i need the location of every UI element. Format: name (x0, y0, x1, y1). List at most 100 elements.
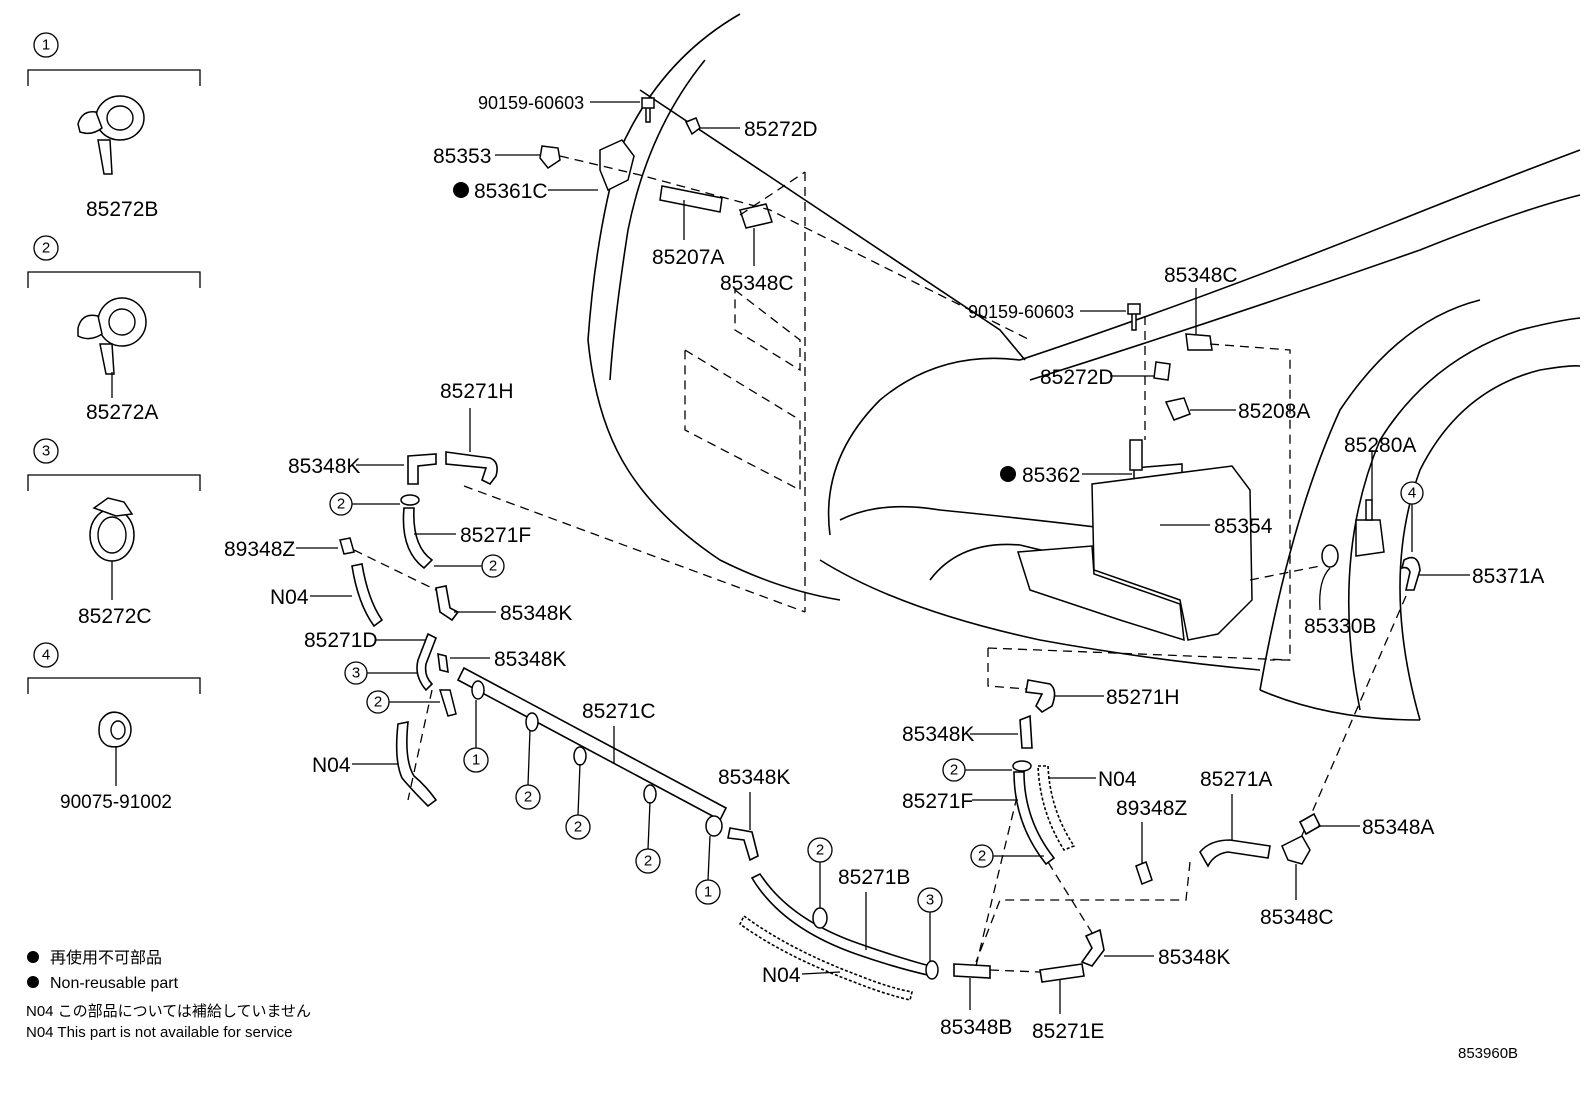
right-lower-routing: 85271H 85348K 2 85271F N04 2 89348Z 8527… (902, 679, 1434, 963)
grille-opening (684, 348, 801, 492)
label-85271a: 85271A (1200, 768, 1272, 791)
legend-dot-en (27, 976, 39, 988)
leader-circle-1-b (707, 835, 711, 881)
diagram-code: 853960B (1458, 1045, 1518, 1062)
circle-mark-2-d-text: 2 (524, 789, 532, 806)
clip-on-85271c-3 (573, 746, 587, 766)
cover-85353-icon (539, 145, 561, 170)
hose-85271c-icon (456, 666, 728, 822)
hose-85271d-icon (416, 632, 438, 692)
label-n04-1: N04 (270, 586, 309, 609)
clip-key-2-circle (33, 235, 59, 261)
hood-crease-upper (1019, 149, 1581, 361)
clip-85272d-mid-icon (1153, 361, 1171, 381)
legend-dot-jp (27, 951, 39, 963)
clip-89348z-left-icon (339, 537, 355, 555)
label-85271h-right: 85271H (1106, 686, 1180, 709)
bolt-upper-icon (641, 97, 655, 123)
clip-85272c-icon (89, 497, 135, 562)
joint-85348k-1-icon (407, 453, 437, 485)
circle-mark-2-i-text: 2 (978, 848, 986, 865)
label-85348c-top: 85348C (720, 272, 794, 295)
label-85348b: 85348B (940, 1016, 1012, 1039)
label-85271b: 85271B (838, 866, 910, 889)
label-85348c-bottom: 85348C (1260, 906, 1334, 929)
legend-n04-en: N04 This part is not available for servi… (26, 1024, 293, 1041)
clip-on-85271c-4 (643, 784, 657, 804)
a-pillar-inner (609, 59, 706, 381)
clip-key-4-circle (33, 642, 59, 668)
protector-n04-1-icon (351, 563, 384, 628)
circle-mark-2-e-text: 2 (574, 819, 582, 836)
leader-n04-3 (801, 971, 841, 975)
circle-mark-3-a-text: 3 (352, 665, 360, 682)
joint-85348a-icon (1298, 812, 1322, 836)
nozzle-85208a-icon (1164, 397, 1191, 421)
wheel-arch-inner (1399, 365, 1581, 721)
clip-key-2-part: 85272A (86, 401, 158, 424)
clip-on-85271c-1 (471, 680, 485, 700)
dash-lower-left (407, 689, 433, 801)
label-85208a: 85208A (1238, 400, 1310, 423)
circle-mark-4-text: 4 (1408, 485, 1416, 502)
clip-key-3-bracket (27, 474, 201, 491)
clip-85272d-top-icon (684, 117, 701, 136)
wheel-arch-outer (1347, 317, 1581, 711)
clip-3-on-85271b (925, 960, 939, 980)
label-85271h-left: 85271H (440, 380, 514, 403)
label-85348k-6: 85348K (1158, 946, 1230, 969)
clip-key-1-part: 85272B (86, 198, 158, 221)
clip-on-85271b (812, 907, 828, 929)
label-85271f-right: 85271F (902, 790, 973, 813)
washer-tank-85354-icon (1091, 465, 1253, 641)
joint-85348k-3-icon (437, 652, 449, 674)
dash-clip-to-joint (353, 549, 437, 591)
label-85280a: 85280A (1344, 434, 1416, 457)
label-85272d-mid: 85272D (1040, 366, 1114, 389)
tank-cluster: 90159-60603 85348C 85272D 85208A 85362 8… (968, 264, 1544, 841)
leader-85330b (1319, 567, 1331, 611)
joint-85348c-top-icon (739, 203, 773, 229)
protector-n04-2-icon (395, 721, 438, 808)
circle-mark-1-a-text: 1 (472, 752, 480, 769)
label-85272d-top: 85272D (744, 118, 818, 141)
nozzle-85207a-icon (659, 185, 723, 213)
left-hose-routing: 85271H 85348K 2 85271F 2 89348Z N04 8534… (224, 380, 806, 808)
label-bolt-upper: 90159-60603 (478, 93, 584, 113)
clip-key-3-number: 3 (42, 443, 50, 460)
dash-hose-to-body (463, 485, 806, 613)
tank-bracket-icon (1017, 545, 1185, 642)
dash-nozzle-to-hood (559, 155, 1031, 341)
hose-85271f-right-icon (1013, 771, 1056, 866)
dash-upper-link (739, 171, 806, 216)
clip-key-4-part: 90075-91002 (60, 792, 172, 813)
fender-lower (1259, 689, 1421, 721)
label-89348z-right: 89348Z (1116, 797, 1187, 820)
clip-key-2-number: 2 (42, 240, 50, 257)
circle-mark-2-f-text: 2 (644, 853, 652, 870)
legend-n04-jp: N04 この部品については補給していません (26, 1003, 311, 1020)
joint-85348c-right-icon (1185, 333, 1213, 351)
dash-85271a-to-85348b (975, 861, 1191, 963)
label-85361c: 85361C (474, 180, 548, 203)
pump-85280a-icon (1355, 519, 1385, 557)
protector-n04-4-icon (1037, 765, 1076, 851)
dash-tank-to-hose (987, 647, 1291, 691)
lower-hose-routing: 2 85271B 3 N04 85348B 85271E 85348K (738, 775, 1230, 1043)
hose-85271e-icon (1039, 963, 1085, 983)
clip-key-4-number: 4 (42, 647, 50, 664)
circle-mark-2-a-text: 2 (337, 496, 345, 513)
main-hose-85271c: 85271C 1 2 2 2 1 85348K (456, 666, 790, 905)
clip-2-a-icon (400, 494, 420, 506)
clip-key-1-circle (33, 32, 59, 58)
dash-85348b-85271e (989, 969, 1041, 973)
leader-circle-2-f (647, 801, 651, 850)
hose-85271h-left-icon (445, 451, 498, 486)
pump-connector (1365, 499, 1373, 521)
joint-85348b-icon (953, 963, 991, 979)
circle-mark-2-c-text: 2 (374, 694, 382, 711)
tank-filler-neck (1129, 439, 1143, 471)
label-n04-2: N04 (312, 754, 351, 777)
label-85348k-3: 85348K (494, 648, 566, 671)
clip-key-4-bracket (27, 677, 201, 694)
